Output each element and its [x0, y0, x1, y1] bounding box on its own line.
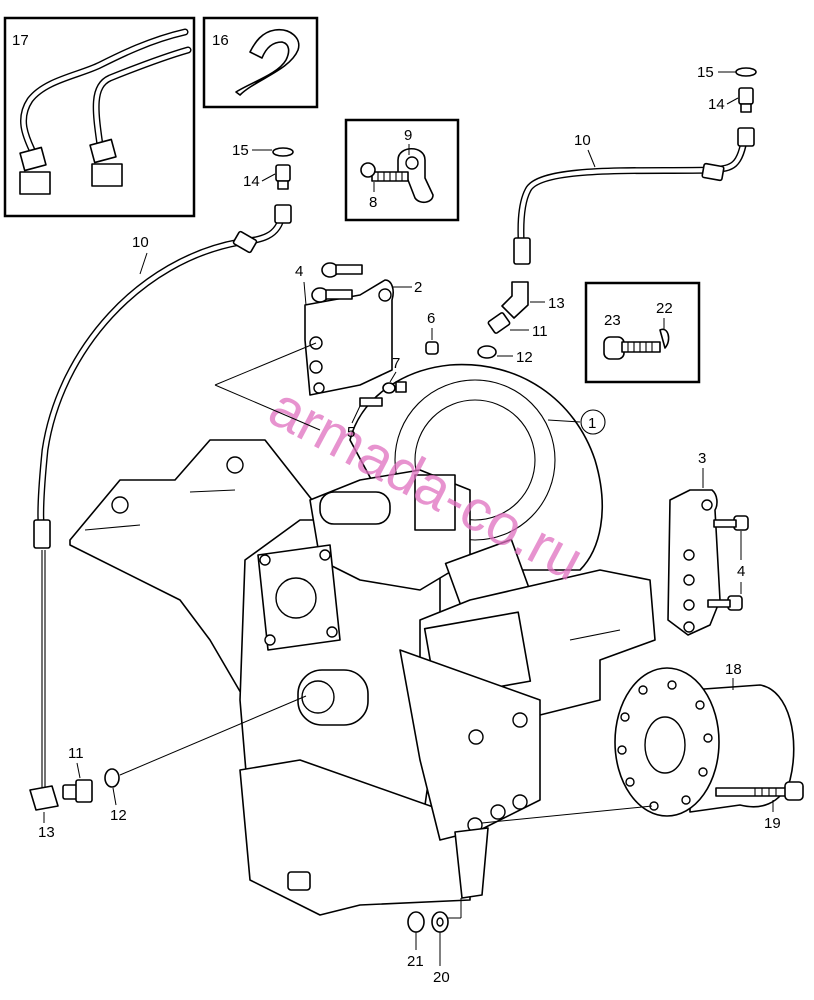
callout-12-bottom: 12 — [110, 807, 127, 824]
callout-8: 8 — [369, 194, 377, 211]
callout-7: 7 — [392, 355, 400, 372]
inset-box-16 — [202, 16, 319, 109]
callout-20: 20 — [433, 969, 450, 986]
callout-14-right: 14 — [708, 96, 725, 113]
callout-6: 6 — [427, 310, 435, 327]
callout-15-right: 15 — [697, 64, 714, 81]
callout-16: 16 — [212, 32, 229, 49]
inset-box-17 — [3, 16, 196, 218]
fitting-lower-left — [29, 768, 120, 811]
callout-22: 22 — [656, 300, 673, 317]
callout-4-top: 4 — [295, 263, 303, 280]
fitting-14-15-left — [272, 147, 294, 190]
inset-box-23-22 — [584, 281, 701, 384]
callout-19: 19 — [764, 815, 781, 832]
callout-21: 21 — [407, 953, 424, 970]
callout-5: 5 — [347, 424, 355, 441]
elbow-fitting-top — [477, 281, 529, 359]
bracket-2 — [304, 262, 439, 407]
callout-13-top: 13 — [548, 295, 565, 312]
callout-2: 2 — [414, 279, 422, 296]
callout-9: 9 — [404, 127, 412, 144]
callout-10-left: 10 — [132, 234, 149, 251]
callout-18: 18 — [725, 661, 742, 678]
callout-4-right: 4 — [737, 563, 745, 580]
callout-17: 17 — [12, 32, 29, 49]
callout-10-right: 10 — [574, 132, 591, 149]
callout-14-left: 14 — [243, 173, 260, 190]
callout-11-bottom: 11 — [68, 745, 84, 762]
coupling-18 — [614, 667, 804, 817]
hose-right — [513, 127, 755, 265]
gearbox-housing — [69, 363, 656, 916]
callout-11-top: 11 — [532, 323, 548, 340]
callout-15-left: 15 — [232, 142, 249, 159]
drain-plug — [407, 911, 449, 933]
callout-23: 23 — [604, 312, 621, 329]
bracket-3 — [667, 489, 749, 636]
fitting-14-15-right — [735, 67, 757, 113]
hose-left — [33, 204, 292, 790]
callout-13-bottom: 13 — [38, 824, 55, 841]
callout-12-top: 12 — [516, 349, 533, 366]
callout-1: 1 — [588, 415, 596, 432]
inset-box-clamp — [344, 118, 460, 222]
callout-3: 3 — [698, 450, 706, 467]
